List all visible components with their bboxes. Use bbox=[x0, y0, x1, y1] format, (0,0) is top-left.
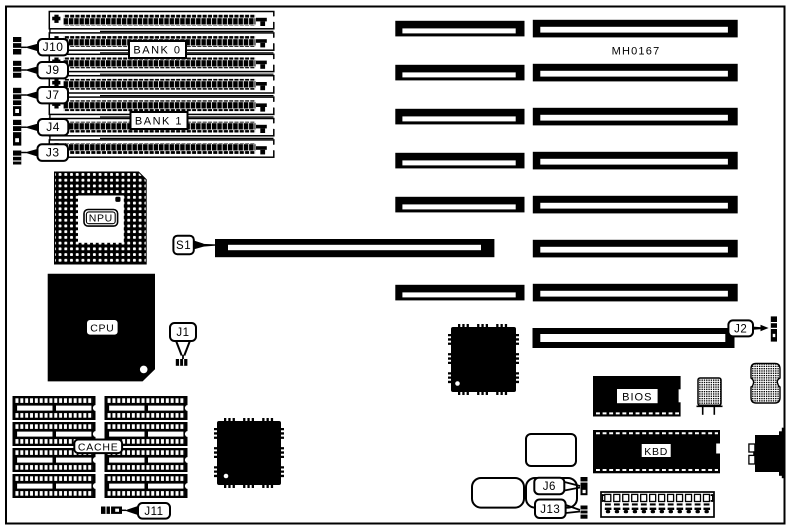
svg-text:J4: J4 bbox=[46, 120, 60, 134]
svg-text:CACHE: CACHE bbox=[78, 441, 119, 453]
svg-text:BANK 0: BANK 0 bbox=[133, 45, 181, 57]
svg-text:BANK 1: BANK 1 bbox=[135, 116, 183, 128]
svg-text:J10: J10 bbox=[43, 40, 64, 54]
svg-text:J11: J11 bbox=[144, 506, 163, 518]
svg-text:MH0167: MH0167 bbox=[612, 46, 661, 58]
svg-text:BIOS: BIOS bbox=[622, 391, 652, 403]
svg-text:KBD: KBD bbox=[644, 446, 668, 458]
svg-text:J7: J7 bbox=[46, 88, 60, 102]
svg-text:CPU: CPU bbox=[90, 322, 114, 334]
svg-text:J3: J3 bbox=[46, 146, 60, 160]
svg-text:J9: J9 bbox=[46, 63, 60, 77]
svg-text:J2: J2 bbox=[734, 323, 747, 335]
svg-text:J6: J6 bbox=[543, 481, 556, 493]
svg-text:J1: J1 bbox=[176, 327, 189, 339]
svg-text:NPU: NPU bbox=[89, 213, 113, 225]
svg-text:J13: J13 bbox=[540, 504, 560, 516]
svg-text:S1: S1 bbox=[176, 240, 191, 252]
